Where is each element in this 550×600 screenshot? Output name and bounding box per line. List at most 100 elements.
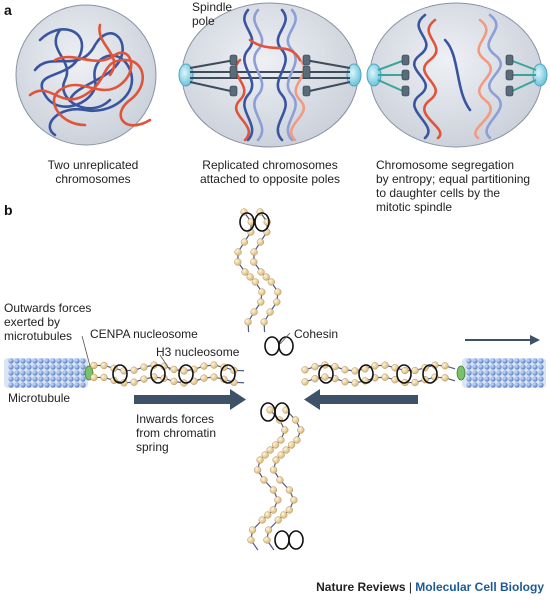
microtubule-subunit-right-0: [466, 358, 472, 364]
microtubule-subunit-left-4: [32, 358, 38, 364]
nucleosome-bead-116: [280, 511, 288, 519]
microtubule-subunit-left-52: [8, 382, 14, 388]
panel-label-b: b: [4, 202, 13, 218]
microtubule-right: [456, 358, 546, 388]
nucleosome-bead-66: [241, 268, 249, 276]
microtubule-subunit-left-0: [8, 358, 14, 364]
microtubule-subunit-left-30: [32, 370, 38, 376]
microtubule-subunit-right-7: [508, 358, 514, 364]
microtubule-subunit-right-42: [484, 376, 490, 382]
caption1-line1: Two unreplicated: [47, 158, 139, 172]
nucleosome-bead-35: [351, 367, 359, 375]
microtubule-subunit-right-16: [484, 364, 490, 370]
marker-ring-5: [358, 364, 374, 384]
nucleosome-bead-86: [266, 406, 274, 414]
nucleosome-bead-105: [297, 426, 305, 434]
microtubule-subunit-left-16: [26, 364, 32, 370]
microtubule-subunit-left-22: [62, 364, 68, 370]
microtubule-subunit-right-21: [514, 364, 520, 370]
microtubule-subunit-left-7: [50, 358, 56, 364]
nucleosome-bead-77: [250, 248, 258, 256]
inwards-line1: Inwards forces: [136, 412, 215, 426]
nucleosome-bead-85: [260, 318, 268, 326]
marker-ring-10: [264, 336, 280, 356]
marker-ring-13: [274, 402, 290, 422]
spindle-pole-label-line1: Spindle: [192, 0, 233, 14]
nucleosome-bead-64: [234, 248, 242, 256]
microtubule-subunit-left-48: [62, 376, 68, 382]
microtubule-subunit-left-62: [68, 382, 74, 388]
nucleosome-bead-16: [100, 373, 108, 382]
nucleosome-bead-90: [271, 441, 280, 449]
kinetochores-cell3: [401, 54, 514, 97]
marker-ring-0: [112, 364, 128, 384]
microtubule-subunit-left-13: [8, 364, 14, 370]
blue-chromosome-unreplicated: [33, 28, 134, 137]
microtubule-subunit-right-12: [538, 358, 544, 364]
spindle-pole-label: Spindle pole: [192, 0, 232, 28]
nucleosome-bead-118: [264, 526, 273, 534]
microtubule-subunit-left-6: [44, 358, 50, 364]
cell-segregation: [366, 2, 548, 148]
nucleosome-bead-71: [250, 308, 258, 316]
nucleosome-bead-23: [170, 377, 178, 386]
microtubule-subunit-right-63: [532, 382, 538, 388]
credit-subjournal: Molecular Cell Biology: [415, 580, 544, 594]
nucleosome-bead-59: [441, 374, 449, 382]
microtubule-subunit-right-35: [520, 370, 526, 376]
caption-unreplicated: Two unreplicated chromosomes: [38, 158, 148, 186]
nucleosome-bead-114: [290, 496, 298, 504]
microtubule-subunit-left-38: [80, 370, 86, 376]
caption3-line2: by entropy; equal partitioning: [376, 172, 531, 186]
marker-ring-14: [274, 530, 290, 550]
nucleosome-bead-80: [262, 273, 270, 281]
marker-ring-2: [178, 364, 194, 384]
microtubule-subunit-right-29: [484, 370, 490, 376]
microtubule-subunit-right-5: [496, 358, 502, 364]
nucleosome-bead-11: [200, 362, 208, 370]
marker-ring-15: [288, 530, 304, 550]
nucleosome-bead-38: [381, 361, 389, 369]
spindle-pole-left: [178, 63, 194, 87]
nucleosome-bead-37: [371, 362, 379, 370]
microtubule-subunit-right-14: [472, 364, 478, 370]
nucleosome-bead-34: [341, 366, 349, 374]
cell-unreplicated: [15, 4, 157, 146]
credit-separator: |: [405, 580, 416, 594]
microtubule-subunit-left-43: [32, 376, 38, 382]
microtubule-subunit-left-45: [44, 376, 50, 382]
outwards-line1: Outwards forces: [4, 301, 92, 315]
nucleosome-bead-110: [272, 456, 280, 464]
microtubule-subunit-right-61: [520, 382, 526, 388]
microtubule-subunit-left-59: [50, 382, 56, 388]
microtubule-subunit-left-14: [14, 364, 20, 370]
microtubule-subunit-left-21: [56, 364, 62, 370]
microtubule-subunit-right-9: [520, 358, 526, 364]
nucleosome-bead-56: [411, 378, 419, 387]
microtubule-subunit-right-15: [478, 364, 484, 370]
microtubule-subunit-left-11: [74, 358, 80, 364]
microtubule-subunit-right-11: [532, 358, 538, 364]
microtubule-subunit-left-19: [44, 364, 50, 370]
nucleosome-bead-100: [258, 516, 266, 524]
nucleosome-bead-95: [260, 476, 268, 484]
caption3-line1: Chromosome segregation: [376, 158, 515, 172]
microtubule-subunit-right-2: [478, 358, 484, 364]
microtubule-subunit-left-31: [38, 370, 44, 376]
nucleosome-bead-88: [281, 426, 289, 434]
nucleosome-bead-27: [210, 373, 218, 381]
nucleosome-bead-104: [291, 416, 300, 424]
kinetochores-cell2: [229, 54, 311, 97]
nucleosome-bead-97: [274, 496, 282, 504]
microtubule-subunit-left-58: [44, 382, 50, 388]
microtubule-subunit-right-56: [490, 382, 496, 388]
microtubule-subunit-left-10: [68, 358, 74, 364]
red-chromosome-unreplicated: [28, 23, 152, 127]
marker-ring-11: [278, 336, 294, 356]
nucleosome-bead-20: [140, 375, 148, 383]
nucleosome-bead-72: [244, 318, 252, 326]
marker-ring-3: [220, 364, 236, 384]
microtubule-subunit-left-15: [20, 364, 26, 370]
microtubule-subunit-left-63: [74, 382, 80, 388]
